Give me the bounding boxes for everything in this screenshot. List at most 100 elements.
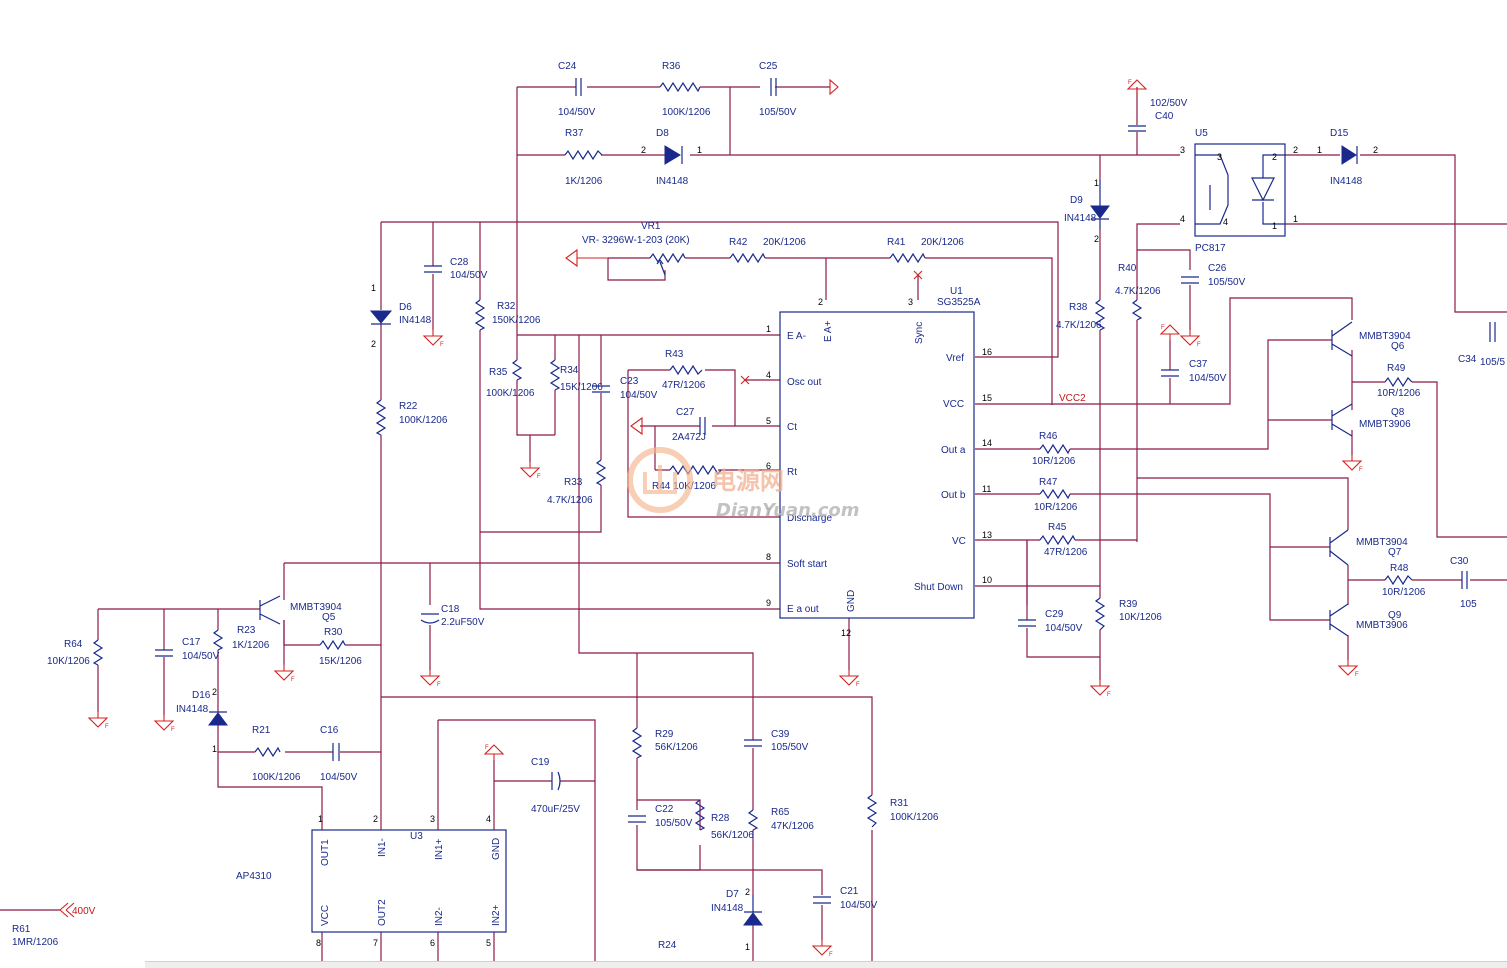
svg-text:4: 4 xyxy=(1223,217,1228,227)
res-r39 xyxy=(1094,597,1106,631)
svg-text:OUT1: OUT1 xyxy=(320,839,331,866)
svg-text:R29: R29 xyxy=(655,729,674,740)
svg-text:R39: R39 xyxy=(1119,599,1138,610)
svg-text:6: 6 xyxy=(766,461,771,471)
svg-text:R21: R21 xyxy=(252,725,271,736)
svg-text:1: 1 xyxy=(766,324,771,334)
svg-text:11: 11 xyxy=(982,484,991,494)
svg-text:GND: GND xyxy=(491,838,502,860)
cap-c30 xyxy=(1461,571,1468,589)
res-r46 xyxy=(1039,443,1071,455)
svg-text:MMBT3904: MMBT3904 xyxy=(1359,331,1411,342)
diode-d8 xyxy=(664,145,681,165)
res-r22 xyxy=(375,399,387,436)
svg-text:Shut Down: Shut Down xyxy=(914,582,963,593)
res-r64 xyxy=(92,639,104,666)
diode-d16 xyxy=(208,712,228,726)
res-r23 xyxy=(212,629,224,651)
ground-c27 xyxy=(630,416,643,436)
pot-vr1 xyxy=(649,252,686,276)
component-labels: C24 104/50V R36 100K/1206 C25 105/50V R3… xyxy=(12,61,1505,951)
res-r48 xyxy=(1384,574,1413,586)
svg-text:14: 14 xyxy=(982,438,992,448)
res-r43 xyxy=(669,364,703,376)
svg-text:电源网: 电源网 xyxy=(712,467,784,495)
svg-text:5: 5 xyxy=(486,938,491,948)
diode-d15 xyxy=(1341,145,1357,165)
res-r29 xyxy=(631,727,643,759)
svg-text:DianYuan.com: DianYuan.com xyxy=(716,500,860,521)
svg-text:C17: C17 xyxy=(182,637,201,648)
svg-text:C25: C25 xyxy=(759,61,778,72)
res-r34 xyxy=(549,359,561,391)
transistor-q6 xyxy=(1331,321,1353,357)
transistor-q5 xyxy=(259,595,281,625)
res-r21 xyxy=(254,746,281,758)
svg-text:C24: C24 xyxy=(558,61,577,72)
svg-text:Sync: Sync xyxy=(914,322,925,344)
svg-text:IN2+: IN2+ xyxy=(491,904,502,926)
svg-text:10K/1206: 10K/1206 xyxy=(47,656,90,667)
svg-text:15K/1206: 15K/1206 xyxy=(319,656,362,667)
svg-text:150K/1206: 150K/1206 xyxy=(492,315,541,326)
svg-text:R65: R65 xyxy=(771,807,790,818)
svg-text:R43: R43 xyxy=(665,349,684,360)
svg-text:4.7K/1206: 4.7K/1206 xyxy=(547,495,593,506)
cap-c25 xyxy=(770,78,777,96)
svg-text:13: 13 xyxy=(982,530,992,540)
svg-text:IN2-: IN2- xyxy=(434,907,445,926)
svg-text:1: 1 xyxy=(1293,214,1298,224)
svg-text:C26: C26 xyxy=(1208,263,1227,274)
ic-u3 xyxy=(311,829,507,933)
svg-text:R24: R24 xyxy=(658,940,677,951)
cap-c28 xyxy=(424,265,442,273)
cap-c18 xyxy=(420,613,440,624)
svg-text:2: 2 xyxy=(371,339,376,349)
svg-text:C37: C37 xyxy=(1189,359,1208,370)
svg-text:C34: C34 xyxy=(1458,354,1477,365)
svg-text:105/50V: 105/50V xyxy=(1208,277,1246,288)
svg-text:E A-: E A- xyxy=(787,331,806,342)
cap-c27 xyxy=(699,417,706,435)
svg-text:10: 10 xyxy=(982,575,992,585)
svg-text:1: 1 xyxy=(745,942,750,952)
res-r35 xyxy=(511,359,523,381)
svg-text:Q6: Q6 xyxy=(1391,341,1405,352)
cap-c16 xyxy=(332,743,340,761)
svg-text:SG3525A: SG3525A xyxy=(937,297,981,308)
svg-text:8: 8 xyxy=(316,938,321,948)
svg-text:2: 2 xyxy=(373,814,378,824)
bottom-edge-bar xyxy=(145,961,1507,968)
svg-text:2: 2 xyxy=(212,687,217,697)
svg-text:1: 1 xyxy=(318,814,323,824)
svg-text:D16: D16 xyxy=(192,690,211,701)
svg-text:20K/1206: 20K/1206 xyxy=(921,237,964,248)
diode-d6 xyxy=(369,310,393,324)
res-r38 xyxy=(1094,299,1106,331)
svg-text:4.7K/1206: 4.7K/1206 xyxy=(1056,320,1102,331)
svg-text:2: 2 xyxy=(1094,234,1099,244)
svg-text:E a out: E a out xyxy=(787,604,819,615)
svg-text:20K/1206: 20K/1206 xyxy=(763,237,806,248)
svg-text:100K/1206: 100K/1206 xyxy=(662,107,711,118)
cap-c40 xyxy=(1128,125,1146,132)
cap-c19 xyxy=(551,771,561,791)
transistor-q8 xyxy=(1331,403,1353,437)
svg-text:R35: R35 xyxy=(489,367,508,378)
svg-text:10R/1206: 10R/1206 xyxy=(1032,456,1076,467)
svg-text:C39: C39 xyxy=(771,729,790,740)
svg-text:Q9: Q9 xyxy=(1388,610,1402,621)
svg-text:9: 9 xyxy=(766,598,771,608)
svg-text:105/50V: 105/50V xyxy=(655,818,693,829)
svg-text:C27: C27 xyxy=(676,407,695,418)
svg-text:1: 1 xyxy=(1317,145,1322,155)
diode-d7 xyxy=(743,912,763,926)
svg-text:VR- 3296W-1-203 (20K): VR- 3296W-1-203 (20K) xyxy=(582,235,690,246)
svg-text:47K/1206: 47K/1206 xyxy=(771,821,814,832)
svg-text:D9: D9 xyxy=(1070,195,1083,206)
svg-text:Q5: Q5 xyxy=(322,612,336,623)
svg-text:C22: C22 xyxy=(655,804,674,815)
svg-text:1K/1206: 1K/1206 xyxy=(565,176,603,187)
svg-text:R40: R40 xyxy=(1118,263,1137,274)
